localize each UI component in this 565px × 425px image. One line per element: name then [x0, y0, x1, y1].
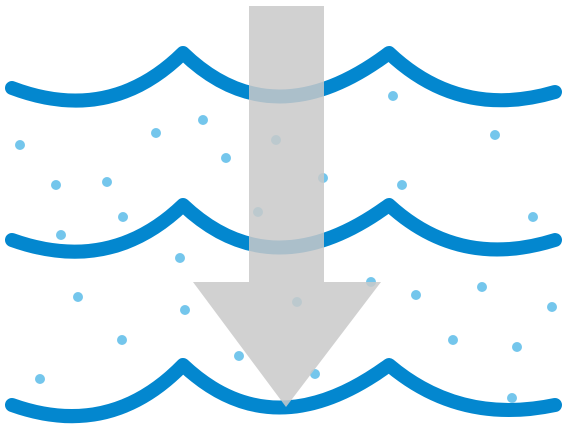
bubble — [397, 180, 407, 190]
bubble — [51, 180, 61, 190]
bubble — [175, 253, 185, 263]
bubble — [198, 115, 208, 125]
bubble — [547, 302, 557, 312]
bubble — [411, 290, 421, 300]
down-arrow-icon — [193, 6, 381, 407]
bubble — [102, 177, 112, 187]
bubble — [388, 91, 398, 101]
bubble — [117, 335, 127, 345]
bubble — [477, 282, 487, 292]
bubble — [15, 140, 25, 150]
bubble — [234, 351, 244, 361]
bubble — [507, 393, 517, 403]
bubble — [512, 342, 522, 352]
bubble — [151, 128, 161, 138]
bubble — [448, 335, 458, 345]
bubble — [490, 130, 500, 140]
bubble — [118, 212, 128, 222]
bubble — [73, 292, 83, 302]
bubble — [528, 212, 538, 222]
bubble — [221, 153, 231, 163]
bubble — [180, 305, 190, 315]
bubble — [56, 230, 66, 240]
bubble — [35, 374, 45, 384]
